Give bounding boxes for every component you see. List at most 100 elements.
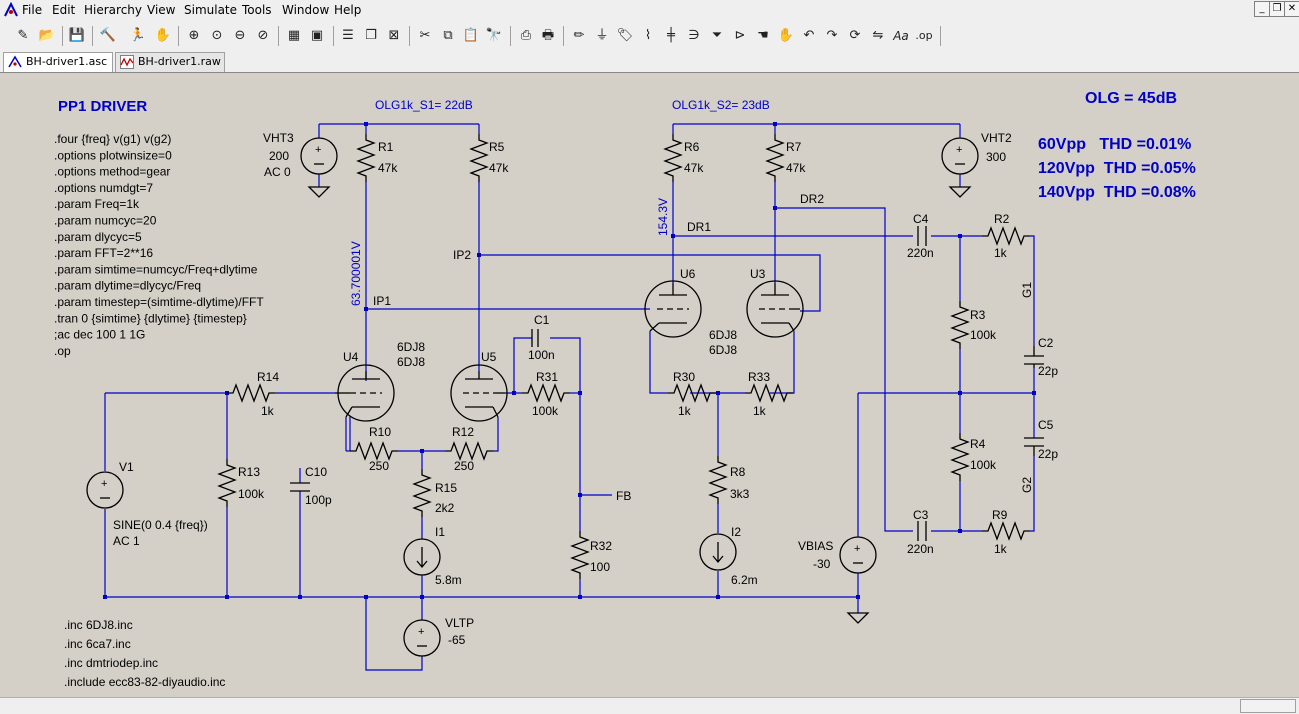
grounds <box>307 186 972 624</box>
c5-name: C5 <box>1038 418 1054 432</box>
close-button[interactable]: ✕ <box>1284 1 1299 17</box>
zoom-cancel-icon[interactable]: ⊘ <box>257 28 269 43</box>
menu-hierarchy[interactable]: Hierarchy <box>84 3 143 17</box>
schematic-drawing[interactable]: + + + + + PP1 <box>0 73 1299 697</box>
cascade-icon[interactable]: ❐ <box>365 28 377 43</box>
spice-directive-icon[interactable]: .op <box>915 29 933 42</box>
r15-value: 2k2 <box>435 501 455 515</box>
menu-window[interactable]: Window <box>282 3 330 17</box>
spice-directive-line[interactable]: .param numcyc=20 <box>54 214 157 228</box>
r32-name: R32 <box>590 539 612 553</box>
print-setup-icon[interactable]: ⎙ <box>520 28 532 43</box>
tab-waveform[interactable]: BH-driver1.raw <box>115 52 225 72</box>
menu-help[interactable]: Help <box>334 3 362 17</box>
redo-icon[interactable]: ↷ <box>826 28 838 43</box>
spice-directives[interactable]: .four {freq} v(g1) v(g2) .options plotwin… <box>54 132 264 358</box>
inductor-icon[interactable]: ∋ <box>688 28 700 43</box>
cut-icon[interactable]: ✂ <box>419 28 431 43</box>
thd-line-60vpp: 60Vpp THD =0.01% <box>1038 136 1191 153</box>
r4-name: R4 <box>970 437 986 451</box>
restore-button[interactable]: ❐ <box>1269 1 1285 17</box>
toolbar-separator <box>178 26 179 46</box>
include-directive-line[interactable]: .include ecc83-82-diyaudio.inc <box>64 675 225 689</box>
menu-tools[interactable]: Tools <box>242 3 272 17</box>
schematic-canvas[interactable]: + + + + + PP1 <box>0 72 1299 697</box>
tile-icon[interactable]: ☰ <box>342 28 354 43</box>
v1-ac: AC 1 <box>113 534 140 548</box>
fit-icon[interactable]: ▣ <box>310 28 324 43</box>
spice-directive-line[interactable]: .tran 0 {simtime} {dlytime} {timestep} <box>54 311 247 325</box>
c3-name: C3 <box>913 508 929 522</box>
autorange-icon[interactable]: ▦ <box>287 28 301 43</box>
r15-name: R15 <box>435 481 457 495</box>
zoom-out-icon[interactable]: ⊖ <box>234 28 246 43</box>
capacitor-icon[interactable]: ╪ <box>667 28 675 43</box>
drag-icon[interactable]: ✋ <box>777 28 795 43</box>
mirror-icon[interactable]: ⇋ <box>872 28 884 43</box>
spice-directive-line[interactable]: .op <box>54 344 71 358</box>
open-icon[interactable]: 📂 <box>38 28 56 43</box>
include-directive-line[interactable]: .inc 6ca7.inc <box>64 637 131 651</box>
find-icon[interactable]: 🔭 <box>485 28 503 43</box>
resistor-icon[interactable]: ⌇ <box>644 28 652 43</box>
close-window-icon[interactable]: ⊠ <box>388 28 400 43</box>
minimize-button[interactable]: _ <box>1254 1 1270 17</box>
u5-name: U5 <box>481 350 497 364</box>
save-icon[interactable]: 💾 <box>68 28 86 43</box>
spice-directive-line[interactable]: .options numdgt=7 <box>54 181 153 195</box>
spice-directive-line[interactable]: .param Freq=1k <box>54 197 140 211</box>
move-icon[interactable]: ☚ <box>757 28 769 43</box>
net-label-g2: G2 <box>1020 477 1034 493</box>
spice-directive-line[interactable]: ;ac dec 100 1 1G <box>54 328 145 342</box>
menu-view[interactable]: View <box>147 3 176 17</box>
spice-directive-line[interactable]: .options plotwinsize=0 <box>54 148 172 162</box>
include-directive-line[interactable]: .inc 6DJ8.inc <box>64 618 133 632</box>
rotate-icon[interactable]: ⟳ <box>849 28 861 43</box>
diode-icon[interactable]: ⏷ <box>711 28 723 43</box>
text-icon[interactable]: Aa <box>893 29 909 43</box>
r10-name: R10 <box>369 425 391 439</box>
spice-directive-line[interactable]: .options method=gear <box>54 165 170 179</box>
u3-name: U3 <box>750 267 766 281</box>
tab-schematic[interactable]: BH-driver1.asc <box>3 52 113 72</box>
status-bar <box>0 697 1299 714</box>
undo-icon[interactable]: ↶ <box>803 28 815 43</box>
r3-value: 100k <box>970 328 997 342</box>
zoom-pan-icon[interactable]: ⊙ <box>211 28 223 43</box>
svg-text:+: + <box>315 144 321 156</box>
voltage-sources: + + + + + <box>86 137 979 657</box>
paste-icon[interactable]: 📋 <box>462 28 480 43</box>
label-icon[interactable]: 🏷 <box>616 28 634 43</box>
spice-directive-line[interactable]: .param dlytime=dlycyc/Freq <box>54 279 201 293</box>
zoom-in-icon[interactable]: ⊕ <box>188 28 200 43</box>
resize-grip-icon[interactable] <box>1240 699 1296 713</box>
run-icon[interactable]: 🏃 <box>129 28 147 43</box>
ltspice-app-icon[interactable] <box>3 2 19 18</box>
spice-directive-line[interactable]: .param timestep=(simtime-dlytime)/FFT <box>54 295 264 309</box>
svg-text:+: + <box>101 478 107 490</box>
i1-value: 5.8m <box>435 573 462 587</box>
ground-icon[interactable]: ⏚ <box>595 28 609 43</box>
c1-name: C1 <box>534 313 550 327</box>
menu-edit[interactable]: Edit <box>52 3 76 17</box>
r33-value: 1k <box>753 404 767 418</box>
include-directive-line[interactable]: .inc dmtriodep.inc <box>64 656 158 670</box>
spice-directive-line[interactable]: .param simtime=numcyc/Freq+dlytime <box>54 262 258 276</box>
menu-file[interactable]: File <box>22 3 43 17</box>
halt-icon[interactable]: ✋ <box>154 28 172 43</box>
spice-directive-line[interactable]: .four {freq} v(g1) v(g2) <box>54 132 171 146</box>
r12-name: R12 <box>452 425 474 439</box>
control-panel-icon[interactable]: 🔨 <box>99 28 117 43</box>
wire-icon[interactable]: ✏ <box>573 28 585 43</box>
print-icon[interactable]: 🖶 <box>541 28 555 43</box>
component-icon[interactable]: ⊳ <box>734 28 746 43</box>
spice-directive-line[interactable]: .param FFT=2**16 <box>54 246 153 260</box>
include-directives[interactable]: .inc 6DJ8.inc .inc 6ca7.inc .inc dmtriodep… <box>64 618 225 689</box>
copy-icon[interactable]: ⧉ <box>443 28 453 43</box>
r6-name: R6 <box>684 140 700 154</box>
spice-directive-line[interactable]: .param dlycyc=5 <box>54 230 142 244</box>
r1-name: R1 <box>378 140 394 154</box>
waveform-icon <box>120 55 134 69</box>
new-schematic-icon[interactable]: ✎ <box>17 28 29 43</box>
menu-simulate[interactable]: Simulate <box>184 3 238 17</box>
